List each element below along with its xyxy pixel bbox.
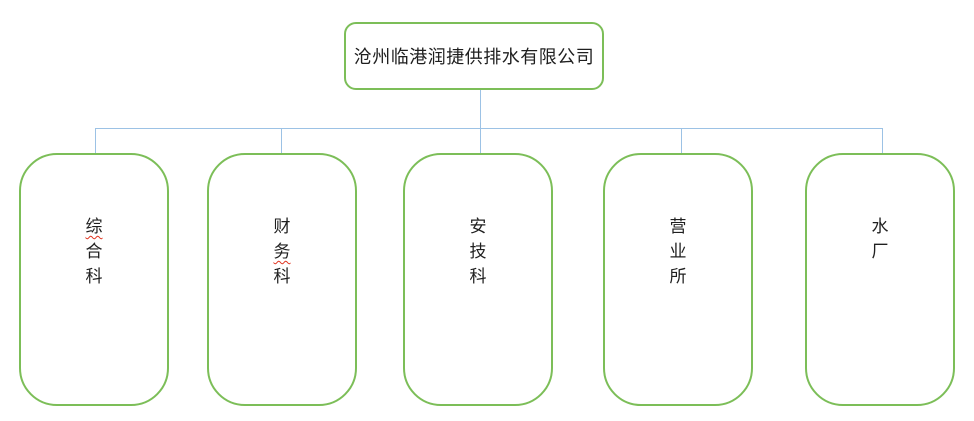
dept-box-finance[interactable]: 财 务 科 (207, 153, 357, 406)
dept-char: 科 (85, 267, 103, 287)
dept-box-business-office[interactable]: 营 业 所 (603, 153, 753, 406)
dept-char: 务 (273, 242, 291, 262)
company-name: 沧州临港润捷供排水有限公司 (353, 47, 595, 68)
dept-char: 水 (871, 217, 889, 237)
dept-label: 营 业 所 (605, 215, 751, 290)
dept-box-safety-tech[interactable]: 安 技 科 (403, 153, 553, 406)
connector-drop-4 (681, 129, 682, 153)
connector-drop-5 (882, 129, 883, 153)
dept-char: 厂 (871, 242, 889, 262)
dept-char: 所 (669, 267, 687, 287)
dept-char: 营 (669, 217, 687, 237)
connector-horizontal (95, 128, 883, 129)
dept-label: 水 厂 (807, 215, 953, 265)
connector-stem (480, 90, 481, 153)
dept-label: 财 务 科 (209, 215, 355, 290)
dept-char: 综 (85, 217, 103, 237)
connector-drop-2 (281, 129, 282, 153)
dept-label: 安 技 科 (405, 215, 551, 290)
dept-char: 科 (273, 267, 291, 287)
dept-box-general-affairs[interactable]: 综 合 科 (19, 153, 169, 406)
dept-char: 业 (669, 242, 687, 262)
org-root-box[interactable]: 沧州临港润捷供排水有限公司 (344, 22, 604, 90)
connector-drop-1 (95, 129, 96, 153)
dept-char: 科 (469, 267, 487, 287)
dept-box-water-plant[interactable]: 水 厂 (805, 153, 955, 406)
dept-char: 合 (85, 242, 103, 262)
dept-char: 安 (469, 217, 487, 237)
dept-char: 技 (469, 242, 487, 262)
dept-label: 综 合 科 (21, 215, 167, 290)
dept-char: 财 (273, 217, 291, 237)
